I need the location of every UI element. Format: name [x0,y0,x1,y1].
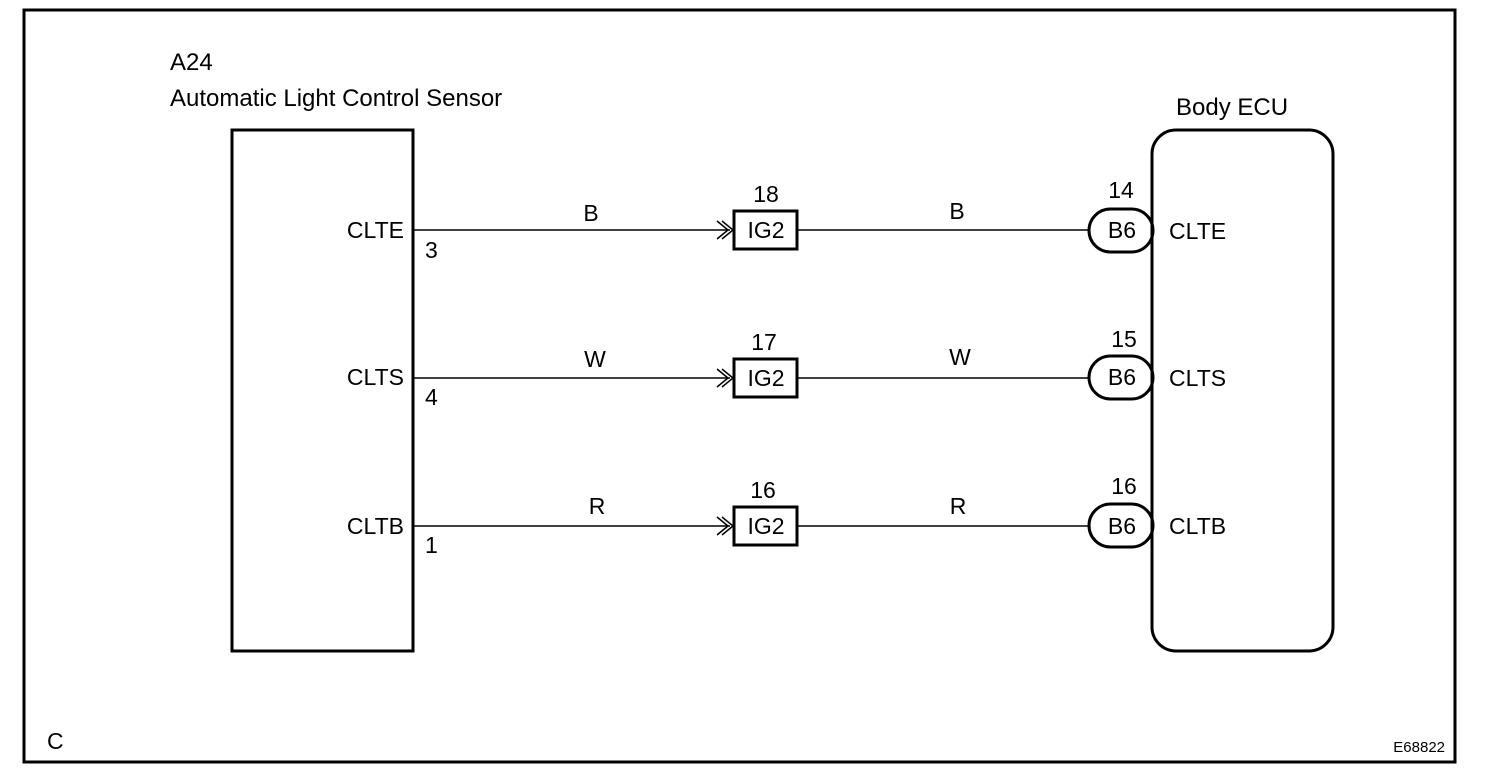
ecu-box [1150,128,1335,653]
ecu-connector-oval [1087,354,1155,401]
wire-color-right: R [950,493,967,519]
junction-connector-label: IG2 [747,217,784,243]
sensor-pin-number: 4 [425,384,438,410]
sensor-pin-number: 3 [425,237,438,263]
ecu-connector-label: B6 [1108,364,1136,390]
ecu-terminal-label: CLTE [1169,218,1226,244]
ecu-connector-label: B6 [1108,217,1136,243]
junction-connector-label: IG2 [747,513,784,539]
sensor-code: A24 [170,49,213,76]
sensor-terminal-label: CLTS [347,364,404,390]
corner-letter: C [47,728,64,754]
ecu-connector-label: B6 [1108,513,1136,539]
sensor-terminal-label: CLTE [347,217,404,243]
junction-pin-number: 16 [750,477,776,503]
circuit-row: CLTE 3 B 18 IG2 B 14 B6 CLTE [347,177,1226,263]
junction-connector-label: IG2 [747,365,784,391]
circuit-row: CLTB 1 R 16 IG2 R 16 B6 CLTB [347,473,1226,558]
ecu-pin-number: 16 [1111,473,1137,499]
junction-pin-number: 18 [753,181,779,207]
ecu-terminal-label: CLTS [1169,365,1226,391]
connector-arrow-icon [716,368,730,388]
ecu-terminal-label: CLTB [1169,513,1226,539]
diagram-frame [22,8,1457,764]
figure-id: E68822 [1393,739,1445,756]
circuit-row: CLTS 4 W 17 IG2 W 15 B6 CLTS [347,326,1226,410]
ecu-connector-oval [1087,502,1155,549]
wire-color-right: W [949,344,971,370]
wire-color-left: W [584,346,606,372]
ecu-name: Body ECU [1176,94,1288,121]
ecu-pin-number: 14 [1108,177,1134,203]
wire-color-left: R [589,493,606,519]
junction-pin-number: 17 [751,329,777,355]
ecu-connector-oval [1087,207,1155,254]
connector-arrow-icon [716,220,730,240]
connector-arrow-icon [716,516,730,536]
sensor-pin-number: 1 [425,532,438,558]
sensor-terminal-label: CLTB [347,513,404,539]
wire-color-right: B [949,198,964,224]
sensor-name: Automatic Light Control Sensor [170,85,502,112]
sensor-box [230,128,415,653]
wire-color-left: B [583,200,598,226]
ecu-pin-number: 15 [1111,326,1137,352]
